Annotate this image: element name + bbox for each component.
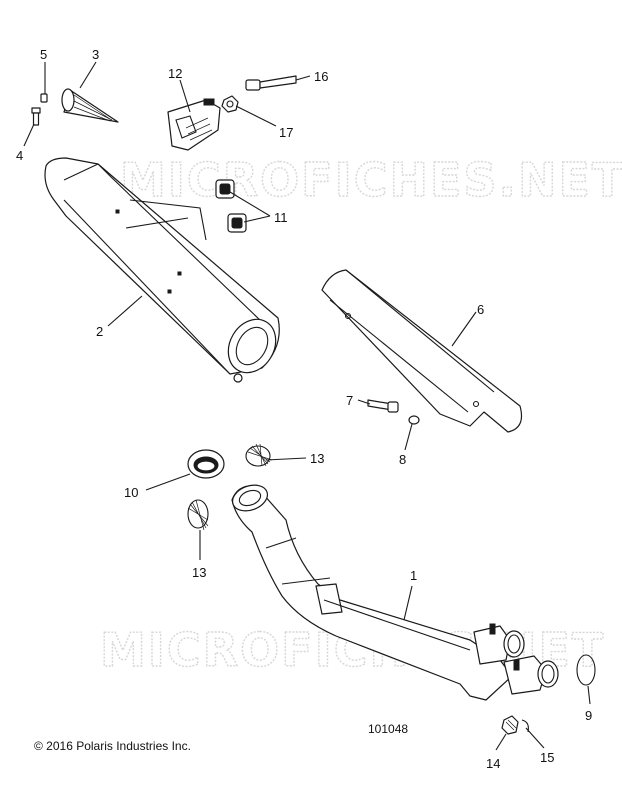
callout-14: 16	[314, 69, 328, 84]
part-9-o-ring	[576, 654, 596, 686]
part-2-muffler	[44, 157, 280, 383]
callout-3: 3	[92, 47, 99, 62]
callout-8: 8	[399, 452, 406, 467]
callout-6: 6	[477, 302, 484, 317]
part-13-spring-lower	[187, 499, 209, 531]
callout-9: 9	[585, 708, 592, 723]
callout-1: 1	[410, 568, 417, 583]
part-14-bolt	[245, 75, 297, 91]
callout-11: 11	[274, 210, 288, 225]
part-4-bolt	[31, 107, 41, 126]
callout-16: 14	[486, 756, 500, 771]
part-8-washer	[408, 415, 420, 425]
part-16-nut	[501, 715, 519, 735]
part-15-nut	[221, 95, 239, 113]
watermark-top: MICROFICHES.NET	[120, 153, 622, 207]
part-7-bolt	[367, 399, 399, 413]
leader-lines	[23, 61, 591, 751]
part-5-pin	[40, 93, 48, 103]
part-12-bracket	[167, 98, 221, 151]
callout-17: 15	[540, 750, 554, 765]
part-3-spark-arrestor	[61, 88, 119, 123]
part-1-head-pipe	[231, 484, 559, 701]
callout-4: 4	[16, 148, 23, 163]
part-6-heat-shield	[321, 269, 523, 433]
head-pipe-flange-upper	[473, 623, 525, 665]
diagram-number: 101048	[368, 722, 409, 736]
callout-12: 12	[168, 66, 182, 81]
part-13-spring-upper	[245, 443, 273, 467]
part-10-gasket	[187, 449, 225, 479]
copyright-notice: © 2016 Polaris Industries Inc.	[34, 739, 191, 753]
callout-13-upper: 13	[310, 451, 324, 466]
callout-10: 10	[124, 485, 138, 500]
callout-7: 7	[346, 393, 353, 408]
callout-5: 5	[40, 47, 47, 62]
callout-13-lower: 13	[192, 565, 206, 580]
callout-2: 2	[96, 324, 103, 339]
callout-15: 17	[279, 125, 293, 140]
head-pipe-flange-lower	[503, 655, 559, 695]
part-11-grommets	[215, 179, 247, 233]
